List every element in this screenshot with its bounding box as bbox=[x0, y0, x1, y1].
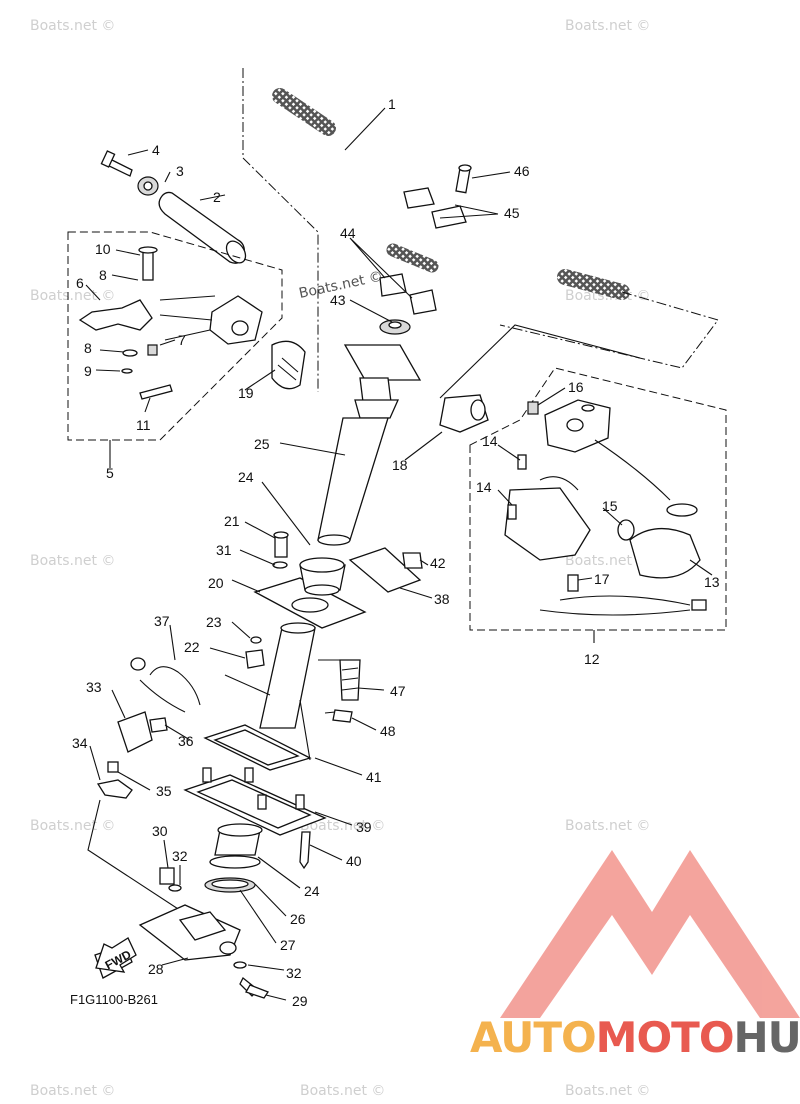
part-label: 40 bbox=[346, 853, 362, 869]
watermark: Boats.net © bbox=[30, 1083, 115, 1099]
steering-column bbox=[317, 319, 422, 546]
part-label: 12 bbox=[584, 651, 600, 667]
part-label: 34 bbox=[72, 735, 88, 751]
part-label: 38 bbox=[434, 591, 450, 607]
part-labels: 1 2 3 4 5 6 7 8 8 9 10 11 12 13 14 14 15… bbox=[72, 96, 720, 1009]
part-label: 30 bbox=[152, 823, 168, 839]
part-label: 26 bbox=[290, 911, 306, 927]
watermark: Boats.net © bbox=[565, 553, 650, 569]
part-label: 11 bbox=[136, 417, 151, 433]
part-label: 32 bbox=[172, 848, 188, 864]
part-label: 15 bbox=[602, 498, 618, 514]
part-label: 44 bbox=[340, 225, 356, 241]
fwd-arrow: FWD bbox=[95, 937, 137, 973]
lower-shaft bbox=[183, 622, 361, 870]
part-label: 14 bbox=[482, 433, 498, 449]
leader-lines bbox=[85, 107, 713, 1001]
part-label: 17 bbox=[594, 571, 610, 587]
part-label: 31 bbox=[216, 542, 232, 558]
part-label: 45 bbox=[504, 205, 520, 221]
part-label: 19 bbox=[238, 385, 254, 401]
part-label: 22 bbox=[184, 639, 200, 655]
right-switch-assembly bbox=[439, 324, 727, 631]
watermark: Boats.net © bbox=[565, 18, 650, 34]
part-label: 42 bbox=[430, 555, 446, 571]
part-label: 1 bbox=[388, 96, 396, 112]
watermark: Boats.net © bbox=[300, 1083, 385, 1099]
part-label: 3 bbox=[176, 163, 184, 179]
watermark: Boats.net © bbox=[565, 818, 650, 834]
part-label: 43 bbox=[330, 292, 346, 308]
part-label: 24 bbox=[238, 469, 254, 485]
part-label: 33 bbox=[86, 679, 102, 695]
brand-hub-text: HUB bbox=[734, 1013, 800, 1062]
part-label: 46 bbox=[514, 163, 530, 179]
part-label: 27 bbox=[280, 937, 296, 953]
part-label: 47 bbox=[390, 683, 406, 699]
part-label: 6 bbox=[76, 275, 84, 291]
part-label: 39 bbox=[356, 819, 372, 835]
cable-bracket bbox=[87, 657, 201, 921]
brand-auto-text: AUTO bbox=[470, 1013, 596, 1062]
part-label: 10 bbox=[95, 241, 111, 257]
logo-mark bbox=[500, 850, 800, 1018]
part-label: 21 bbox=[224, 513, 240, 529]
left-switch-assembly bbox=[67, 231, 306, 441]
automotohub-logo: AUTOMOTOHUB bbox=[470, 850, 800, 1062]
part-label: 8 bbox=[84, 340, 92, 356]
column-mount bbox=[245, 531, 423, 669]
watermark: Boats.net © bbox=[30, 818, 115, 834]
part-label: 48 bbox=[380, 723, 396, 739]
diagram-code: F1G1100-B261 bbox=[70, 992, 158, 1007]
part-label: 9 bbox=[84, 363, 92, 379]
part-label: 37 bbox=[154, 613, 170, 629]
part-label: 8 bbox=[99, 267, 107, 283]
part-label: 29 bbox=[292, 993, 308, 1009]
part-label: 24 bbox=[304, 883, 320, 899]
part-label: 18 bbox=[392, 457, 408, 473]
part-label: 23 bbox=[206, 614, 222, 630]
part-label: 28 bbox=[148, 961, 164, 977]
part-label: 41 bbox=[366, 769, 382, 785]
part-label: 25 bbox=[254, 436, 270, 452]
part-label: 4 bbox=[152, 142, 160, 158]
handle-clamps bbox=[379, 164, 472, 315]
part-label: 5 bbox=[106, 465, 114, 481]
part-label: 16 bbox=[568, 379, 584, 395]
brand-auto: AUTOMOTOHUB bbox=[470, 1013, 800, 1062]
part-label: 35 bbox=[156, 783, 172, 799]
watermark: Boats.net © bbox=[300, 818, 385, 834]
watermark: Boats.net © bbox=[30, 553, 115, 569]
handlebar bbox=[242, 68, 719, 392]
part-label: 36 bbox=[178, 733, 194, 749]
watermark: Boats.net © bbox=[30, 18, 115, 34]
part-label: 32 bbox=[286, 965, 302, 981]
grip-assembly bbox=[100, 150, 247, 264]
part-label: 20 bbox=[208, 575, 224, 591]
watermark: Boats.net © bbox=[565, 1083, 650, 1099]
watermark: Boats.net © bbox=[30, 288, 115, 304]
part-label: 14 bbox=[476, 479, 492, 495]
brand-moto-text: MOTO bbox=[596, 1013, 734, 1062]
part-label: 2 bbox=[213, 189, 221, 205]
part-label: 7 bbox=[178, 332, 186, 348]
part-label: 13 bbox=[704, 574, 720, 590]
